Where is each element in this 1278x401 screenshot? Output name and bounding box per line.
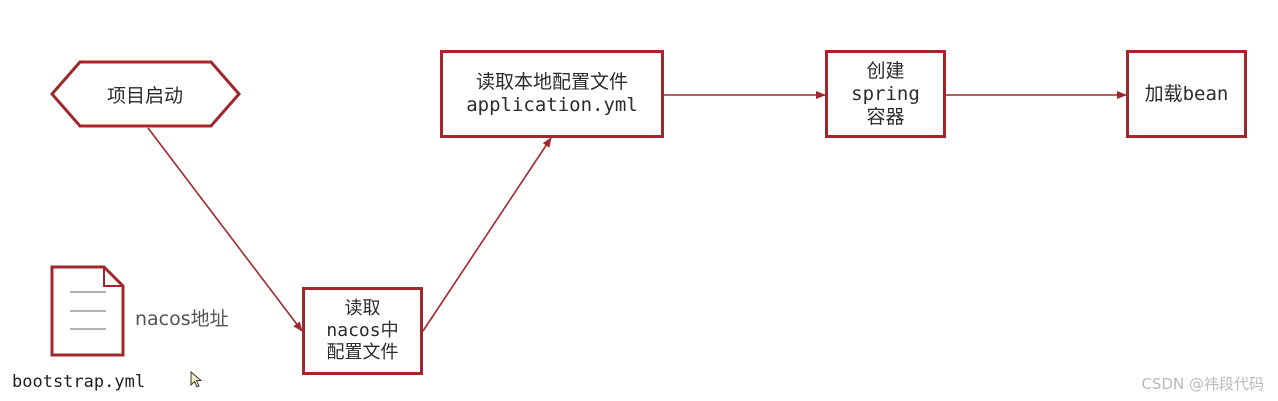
load-bean-label: 加载bean [1144, 82, 1229, 105]
spring-box-line2: spring [851, 82, 920, 105]
nacos-box-line1: 读取 [344, 298, 381, 319]
nacos-box-line3: 配置文件 [326, 342, 399, 363]
read-local-config-box: 读取本地配置文件 application.yml [440, 50, 664, 138]
start-node-label: 项目启动 [106, 84, 183, 107]
arrow-start-to-nacos [147, 127, 303, 332]
read-local-config-line1: 读取本地配置文件 [475, 71, 628, 93]
load-bean-box: 加载bean [1126, 50, 1247, 138]
spring-box-line1: 创建 [866, 59, 905, 82]
start-hexagon [50, 60, 241, 128]
nacos-box-line2: nacos中 [326, 320, 399, 341]
csdn-watermark: CSDN @祎段代码 [1141, 375, 1264, 393]
read-nacos-config-box: 读取 nacos中 配置文件 [302, 287, 423, 375]
spring-box-line3: 容器 [866, 105, 905, 128]
read-local-config-line2: application.yml [466, 94, 638, 116]
arrow-nacos-to-local [422, 137, 552, 332]
mouse-cursor-icon [190, 370, 203, 388]
document-icon [50, 265, 125, 357]
nacos-address-label: nacos地址 [135, 308, 229, 330]
create-spring-container-box: 创建 spring 容器 [825, 50, 946, 138]
bootstrap-file-name: bootstrap.yml [12, 372, 146, 392]
